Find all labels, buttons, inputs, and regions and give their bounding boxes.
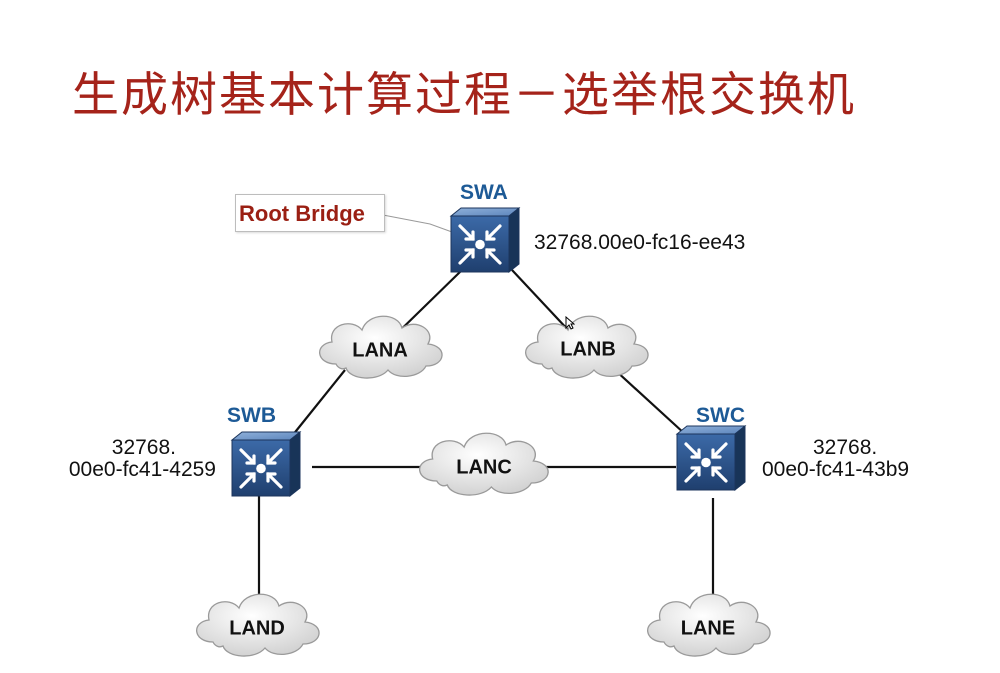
switch-icon-swc	[675, 424, 747, 492]
bridge-id-swb: 32768. 00e0-fc41-4259	[20, 437, 216, 481]
slide-title: 生成树基本计算过程－选举根交换机	[72, 68, 856, 123]
mouse-cursor-icon	[565, 316, 575, 330]
switch-label-swc: SWC	[696, 404, 745, 427]
bridge-id-swa: 32768.00e0-fc16-ee43	[534, 231, 746, 254]
link-lanb-swc	[614, 369, 686, 435]
root-bridge-label: Root Bridge	[239, 201, 365, 226]
bridge-id-swc-mac: 00e0-fc41-43b9	[762, 458, 910, 481]
bridge-id-swc-priority: 32768.	[813, 436, 878, 459]
lan-label-lanb: LANB	[560, 338, 616, 361]
root-bridge-callout: Root Bridge	[235, 194, 385, 232]
lan-label-lane: LANE	[680, 617, 736, 640]
bridge-id-swb-mac: 00e0-fc41-4259	[68, 458, 216, 481]
link-lana-swb	[291, 369, 346, 437]
callout-pointer	[382, 214, 453, 233]
lan-label-lanc: LANC	[456, 456, 512, 479]
switch-icon-swb	[230, 430, 302, 498]
links	[257, 269, 715, 600]
bridge-id-swc: 32768. 00e0-fc41-43b9	[762, 437, 909, 481]
lan-label-lana: LANA	[352, 339, 408, 362]
switch-label-swb: SWB	[227, 404, 276, 427]
bridge-id-swb-priority: 32768.	[111, 436, 176, 459]
lan-label-land: LAND	[229, 617, 285, 640]
switch-label-swa: SWA	[460, 181, 508, 204]
switch-icon-swa	[449, 206, 521, 274]
